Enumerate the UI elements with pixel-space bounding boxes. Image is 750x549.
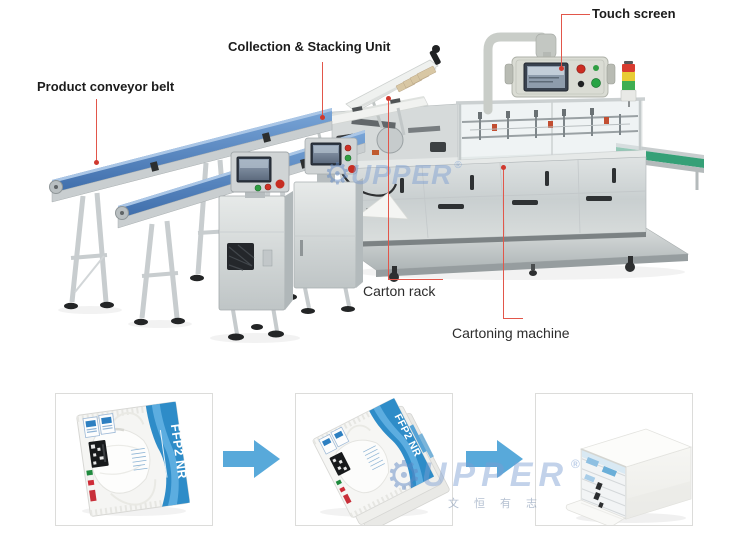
leader-line-touch-screen-v <box>561 14 562 66</box>
red-button <box>576 64 586 74</box>
carton-box <box>565 428 693 527</box>
process-step-3-carton-box <box>535 393 693 527</box>
leader-dot-touch-screen <box>559 66 564 71</box>
deflector-guard <box>357 192 409 220</box>
stop-button <box>275 179 285 189</box>
stack-light <box>620 61 637 107</box>
green-button <box>593 65 599 71</box>
hmi-cabinet-2 <box>293 137 363 314</box>
red-button <box>344 144 352 152</box>
machine-guard <box>455 97 646 161</box>
red-button <box>264 183 272 191</box>
label-collection-stacking-unit: Collection & Stacking Unit <box>228 39 391 54</box>
leader-line-carton-rack-h <box>388 279 443 280</box>
arrow-right-icon <box>223 440 280 478</box>
leader-line-cartoning-machine-v <box>503 170 504 318</box>
italy-flag-label <box>86 469 93 476</box>
green-button <box>344 154 352 162</box>
carton-rack <box>345 45 441 129</box>
leader-line-collection <box>322 62 323 115</box>
mask-pouch-image: FFP2 NR <box>76 401 190 517</box>
label-carton-rack: Carton rack <box>363 283 436 299</box>
leader-dot-cartoning-machine <box>501 165 506 170</box>
leader-line-product-conveyor <box>96 99 97 160</box>
touch-screen-pendant <box>483 32 616 115</box>
leader-line-carton-rack-v <box>388 101 389 279</box>
arrow-right-icon <box>466 440 523 478</box>
stop-button <box>348 165 356 173</box>
leader-dot-carton-rack <box>386 96 391 101</box>
mechanism-tops <box>478 108 594 119</box>
mask-pouch-stack-image: FFP2 NR <box>312 398 450 532</box>
label-product-conveyor-belt: Product conveyor belt <box>37 79 175 94</box>
leader-line-touch-screen-h <box>561 14 590 15</box>
leader-line-cartoning-machine-h <box>503 318 523 319</box>
start-button <box>591 78 601 88</box>
black-button <box>577 80 585 88</box>
suction-feet <box>64 273 237 310</box>
carton-box-image <box>565 428 693 527</box>
label-cartoning-machine: Cartoning machine <box>452 325 570 341</box>
hmi-cabinet-1 <box>218 151 293 341</box>
process-step-2-stacked-pouches: FFP2 NR <box>295 393 453 532</box>
datamatrix-label <box>88 439 109 468</box>
cartoning-machine-body <box>331 103 647 247</box>
leader-dot-product-conveyor <box>94 160 99 165</box>
leader-dot-collection <box>320 115 325 120</box>
process-step-1-single-pouch: FFP2 NR <box>55 393 213 526</box>
label-touch-screen: Touch screen <box>592 6 676 21</box>
machine-photo <box>49 32 704 343</box>
italy-flag-label <box>335 479 342 486</box>
green-button <box>254 184 262 192</box>
carton-blanks <box>395 65 437 93</box>
